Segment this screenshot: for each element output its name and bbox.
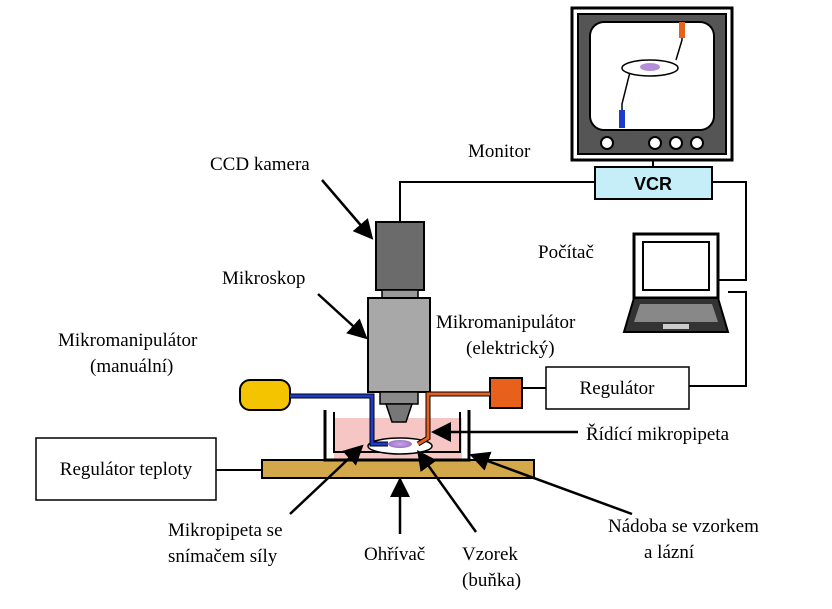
regulator-label: Regulátor [580,378,656,399]
ccd-camera-label: CCD kamera [210,154,310,175]
temperature-regulator-box: Regulátor teploty [35,437,217,501]
force-pipette-label-line1: Mikropipeta se [168,520,283,541]
computer-label: Počítač [538,242,594,263]
manual-manipulator-label-line2: (manuální) [90,356,173,377]
laptop-computer [622,232,730,333]
electric-manipulator-label-line1: Mikromanipulátor [436,312,576,333]
sample-label-line1: Vzorek [462,544,518,565]
control-micropipette [417,392,490,446]
manual-micromanipulator [239,379,388,447]
dish-label-line1: Nádoba se vzorkem [608,516,759,537]
arrow-force-pipette [289,444,364,515]
force-sensing-micropipette [290,394,388,446]
leader-arrows [289,179,633,534]
arrow-ccd-camera [321,179,374,240]
vcr-label: VCR [634,174,672,194]
arrow-dish [469,451,633,516]
sample-label-line2: (buňka) [462,570,521,591]
electric-micromanipulator [416,377,523,447]
vcr-box: VCR [594,166,713,200]
heater-label: Ohřívač [364,544,425,565]
dish-label-line2: a lázní [644,542,695,563]
control-pipette-label: Řídící mikropipeta [586,423,730,445]
temperature-regulator-label: Regulátor teploty [60,459,193,480]
microscope-label: Mikroskop [222,268,305,289]
ccd-camera [375,221,425,291]
electric-manipulator-label-line2: (elektrický) [466,338,555,359]
regulator-box: Regulátor [545,366,690,410]
arrow-sample [417,449,478,533]
cables [216,160,747,471]
monitor [570,6,734,162]
cell [388,440,412,448]
monitor-label: Monitor [468,141,531,162]
force-pipette-label-line2: snímačem síly [168,546,278,567]
arrow-microscope [317,293,368,340]
microscope [367,221,431,423]
manual-manipulator-label-line1: Mikromanipulátor [58,330,198,351]
